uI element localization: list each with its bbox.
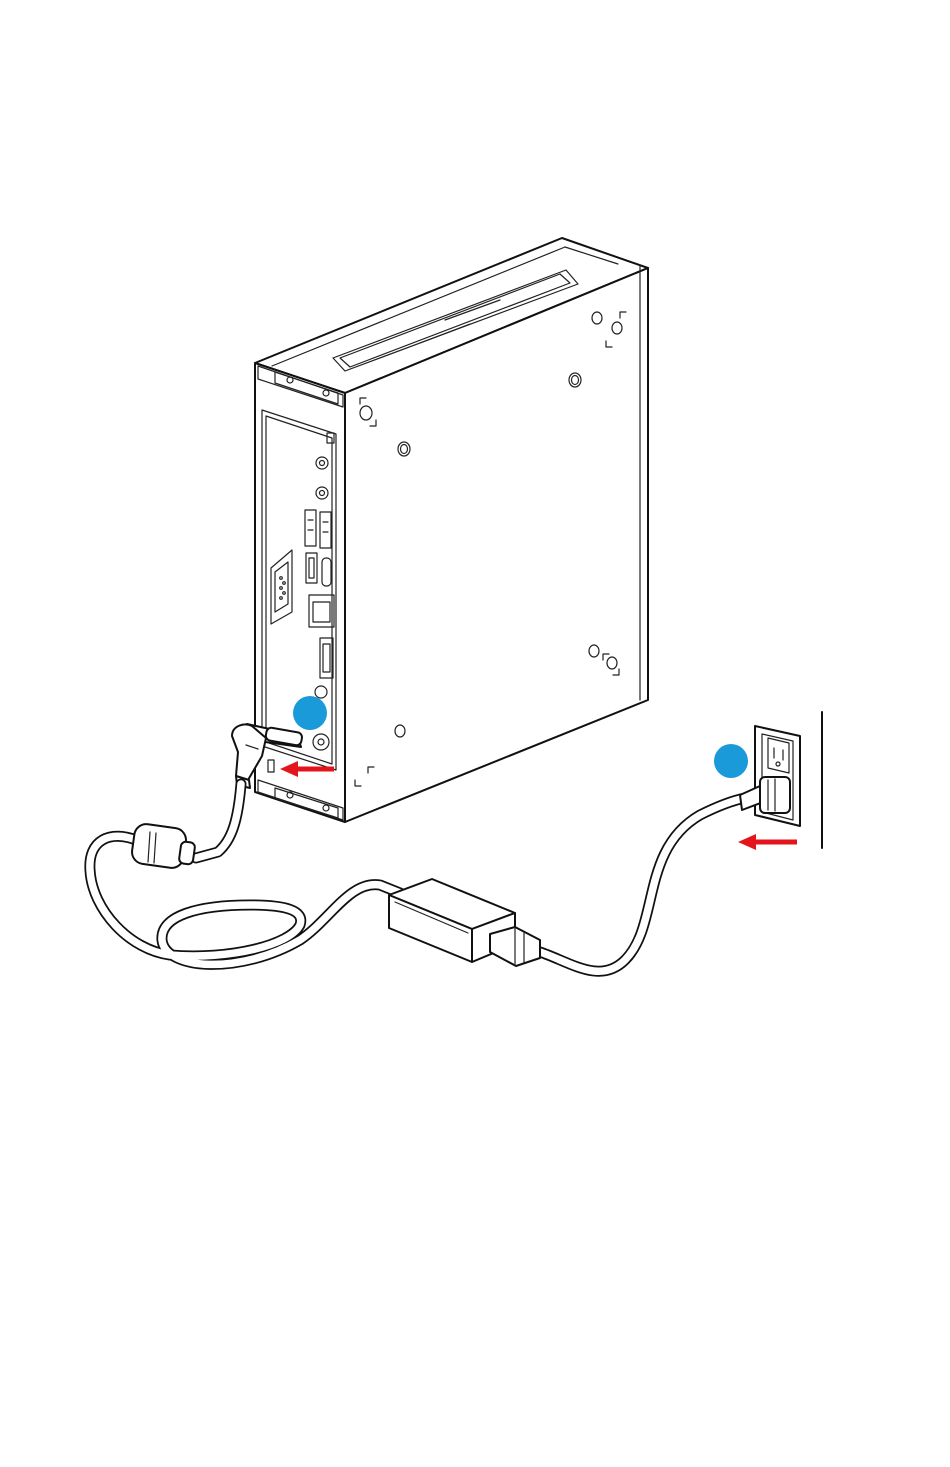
ac-cable bbox=[540, 798, 745, 971]
mini-pc bbox=[255, 238, 648, 822]
step-marker-1 bbox=[293, 696, 327, 730]
arrow-into-wall-outlet bbox=[738, 834, 797, 850]
ferrite-core bbox=[130, 823, 195, 870]
ac-plug bbox=[740, 777, 790, 813]
step-marker-2 bbox=[714, 744, 748, 778]
power-adapter bbox=[389, 879, 540, 966]
